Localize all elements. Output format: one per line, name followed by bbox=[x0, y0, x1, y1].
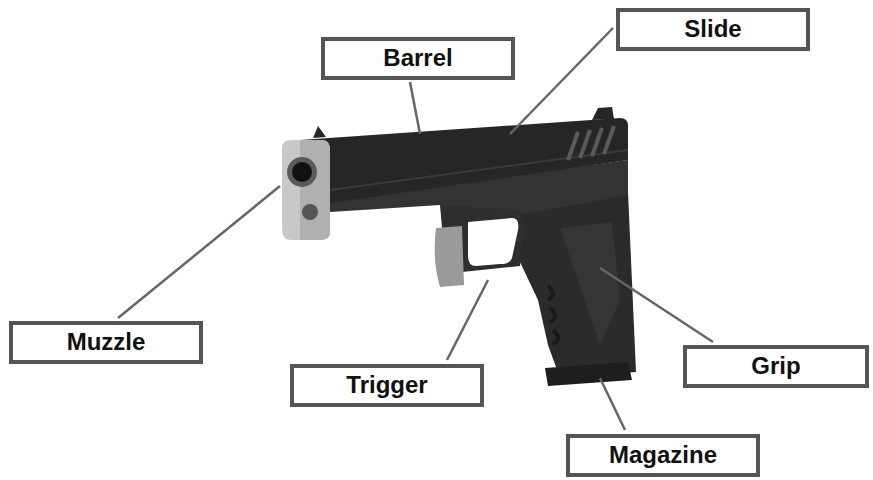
label-box: Muzzle bbox=[9, 321, 203, 364]
part-name: Magazine bbox=[609, 443, 717, 467]
guide-rod-hole bbox=[302, 204, 318, 220]
part-name: Muzzle bbox=[67, 330, 146, 354]
rear-sight bbox=[592, 107, 614, 120]
slide-line bbox=[330, 150, 628, 190]
slide-shape bbox=[300, 118, 628, 205]
front-sight bbox=[313, 126, 326, 138]
label-box: Slide bbox=[616, 8, 810, 51]
magazine-base bbox=[545, 362, 632, 386]
muzzle-bore bbox=[292, 162, 312, 182]
muzzle-face-shade bbox=[300, 140, 330, 240]
trigger-shape bbox=[435, 226, 464, 287]
leader-lines bbox=[118, 28, 713, 430]
label-box: Trigger bbox=[290, 364, 484, 407]
slide-serrations bbox=[568, 126, 614, 160]
part-name: Trigger bbox=[346, 373, 427, 397]
label-box: Magazine bbox=[566, 434, 760, 477]
grip-panel bbox=[560, 222, 620, 345]
part-name: Grip bbox=[751, 354, 800, 378]
muzzle-ring bbox=[287, 157, 317, 187]
grip-finger-grooves bbox=[548, 286, 558, 344]
part-name: Barrel bbox=[383, 46, 452, 70]
label-box: Barrel bbox=[321, 37, 515, 80]
label-box: Grip bbox=[683, 345, 869, 388]
muzzle-face bbox=[282, 140, 330, 240]
trigger-guard-opening bbox=[468, 218, 518, 266]
part-name: Slide bbox=[684, 17, 741, 41]
